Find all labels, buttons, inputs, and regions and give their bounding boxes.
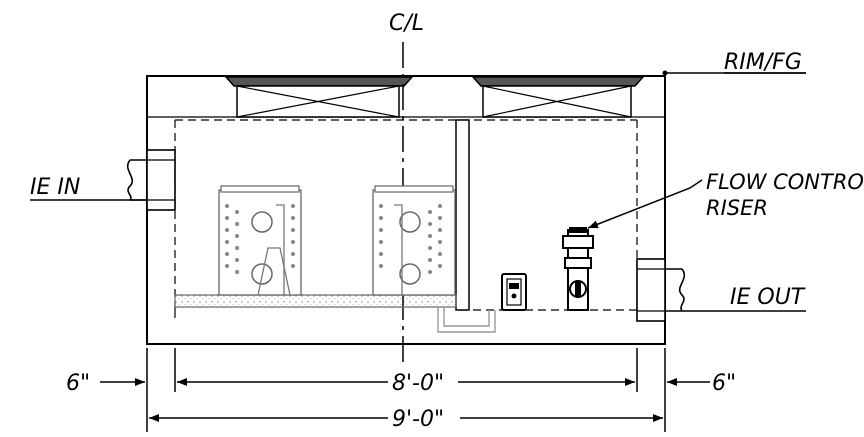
ie-out-label: IE OUT <box>730 285 806 310</box>
baffle-wall <box>455 119 470 311</box>
dim-wall-left-label: 6" <box>66 371 90 396</box>
filter-cartridge-2 <box>372 185 456 296</box>
filter-cartridge-1 <box>218 185 302 296</box>
outlet-box <box>501 273 527 311</box>
rim-label: RIM/FG <box>724 50 802 75</box>
centerline-label: C/L <box>389 11 424 36</box>
cartridge-shelf <box>174 294 457 308</box>
outlet-pipe <box>636 258 686 322</box>
riser-label: RISER <box>706 196 768 220</box>
flow-control-arrow <box>587 179 703 229</box>
inlet-pipe <box>126 149 176 211</box>
dimension-lines <box>100 348 710 432</box>
access-hatch-left <box>224 76 414 118</box>
dim-outer-length-label: 9'-0" <box>392 407 444 432</box>
dim-inner-length-label: 8'-0" <box>392 371 444 396</box>
access-hatch-right <box>471 76 645 118</box>
flow-control-riser <box>562 227 594 311</box>
underdrain-pipe <box>437 307 496 333</box>
flow-control-label: FLOW CONTROL <box>706 170 864 194</box>
dim-wall-right-label: 6" <box>712 371 736 396</box>
ie-in-label: IE IN <box>30 175 80 200</box>
